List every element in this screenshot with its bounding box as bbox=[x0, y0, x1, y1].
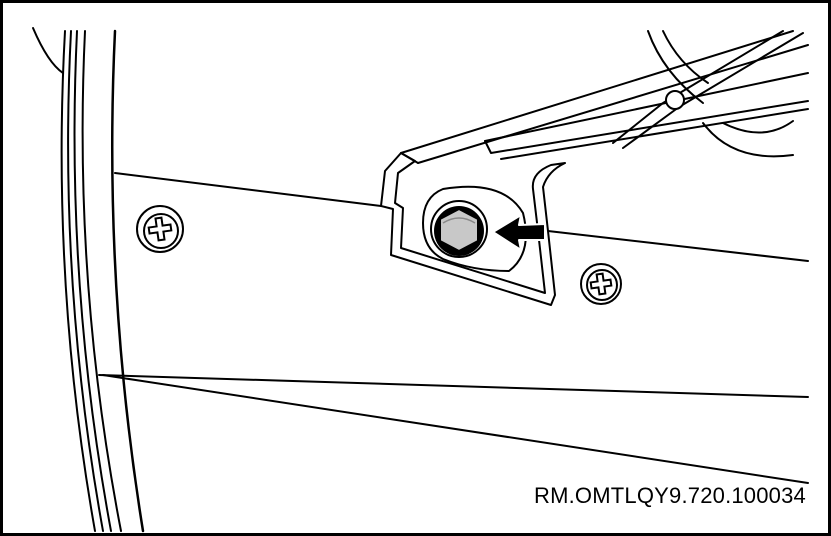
bracket-plate bbox=[380, 152, 566, 306]
reference-code: RM.OMTLQY9.720.100034 bbox=[533, 483, 806, 508]
phillips-screw-icon bbox=[580, 263, 622, 305]
bolt-icon bbox=[430, 200, 488, 258]
bolt-recess bbox=[422, 185, 527, 272]
curved-panel-edge bbox=[32, 27, 145, 533]
arrow-icon bbox=[492, 214, 546, 251]
stay-arm bbox=[400, 30, 809, 164]
panel-body bbox=[98, 172, 809, 484]
bracket-return bbox=[400, 152, 419, 164]
phillips-screw-icon bbox=[136, 205, 184, 253]
illustration bbox=[32, 27, 809, 533]
